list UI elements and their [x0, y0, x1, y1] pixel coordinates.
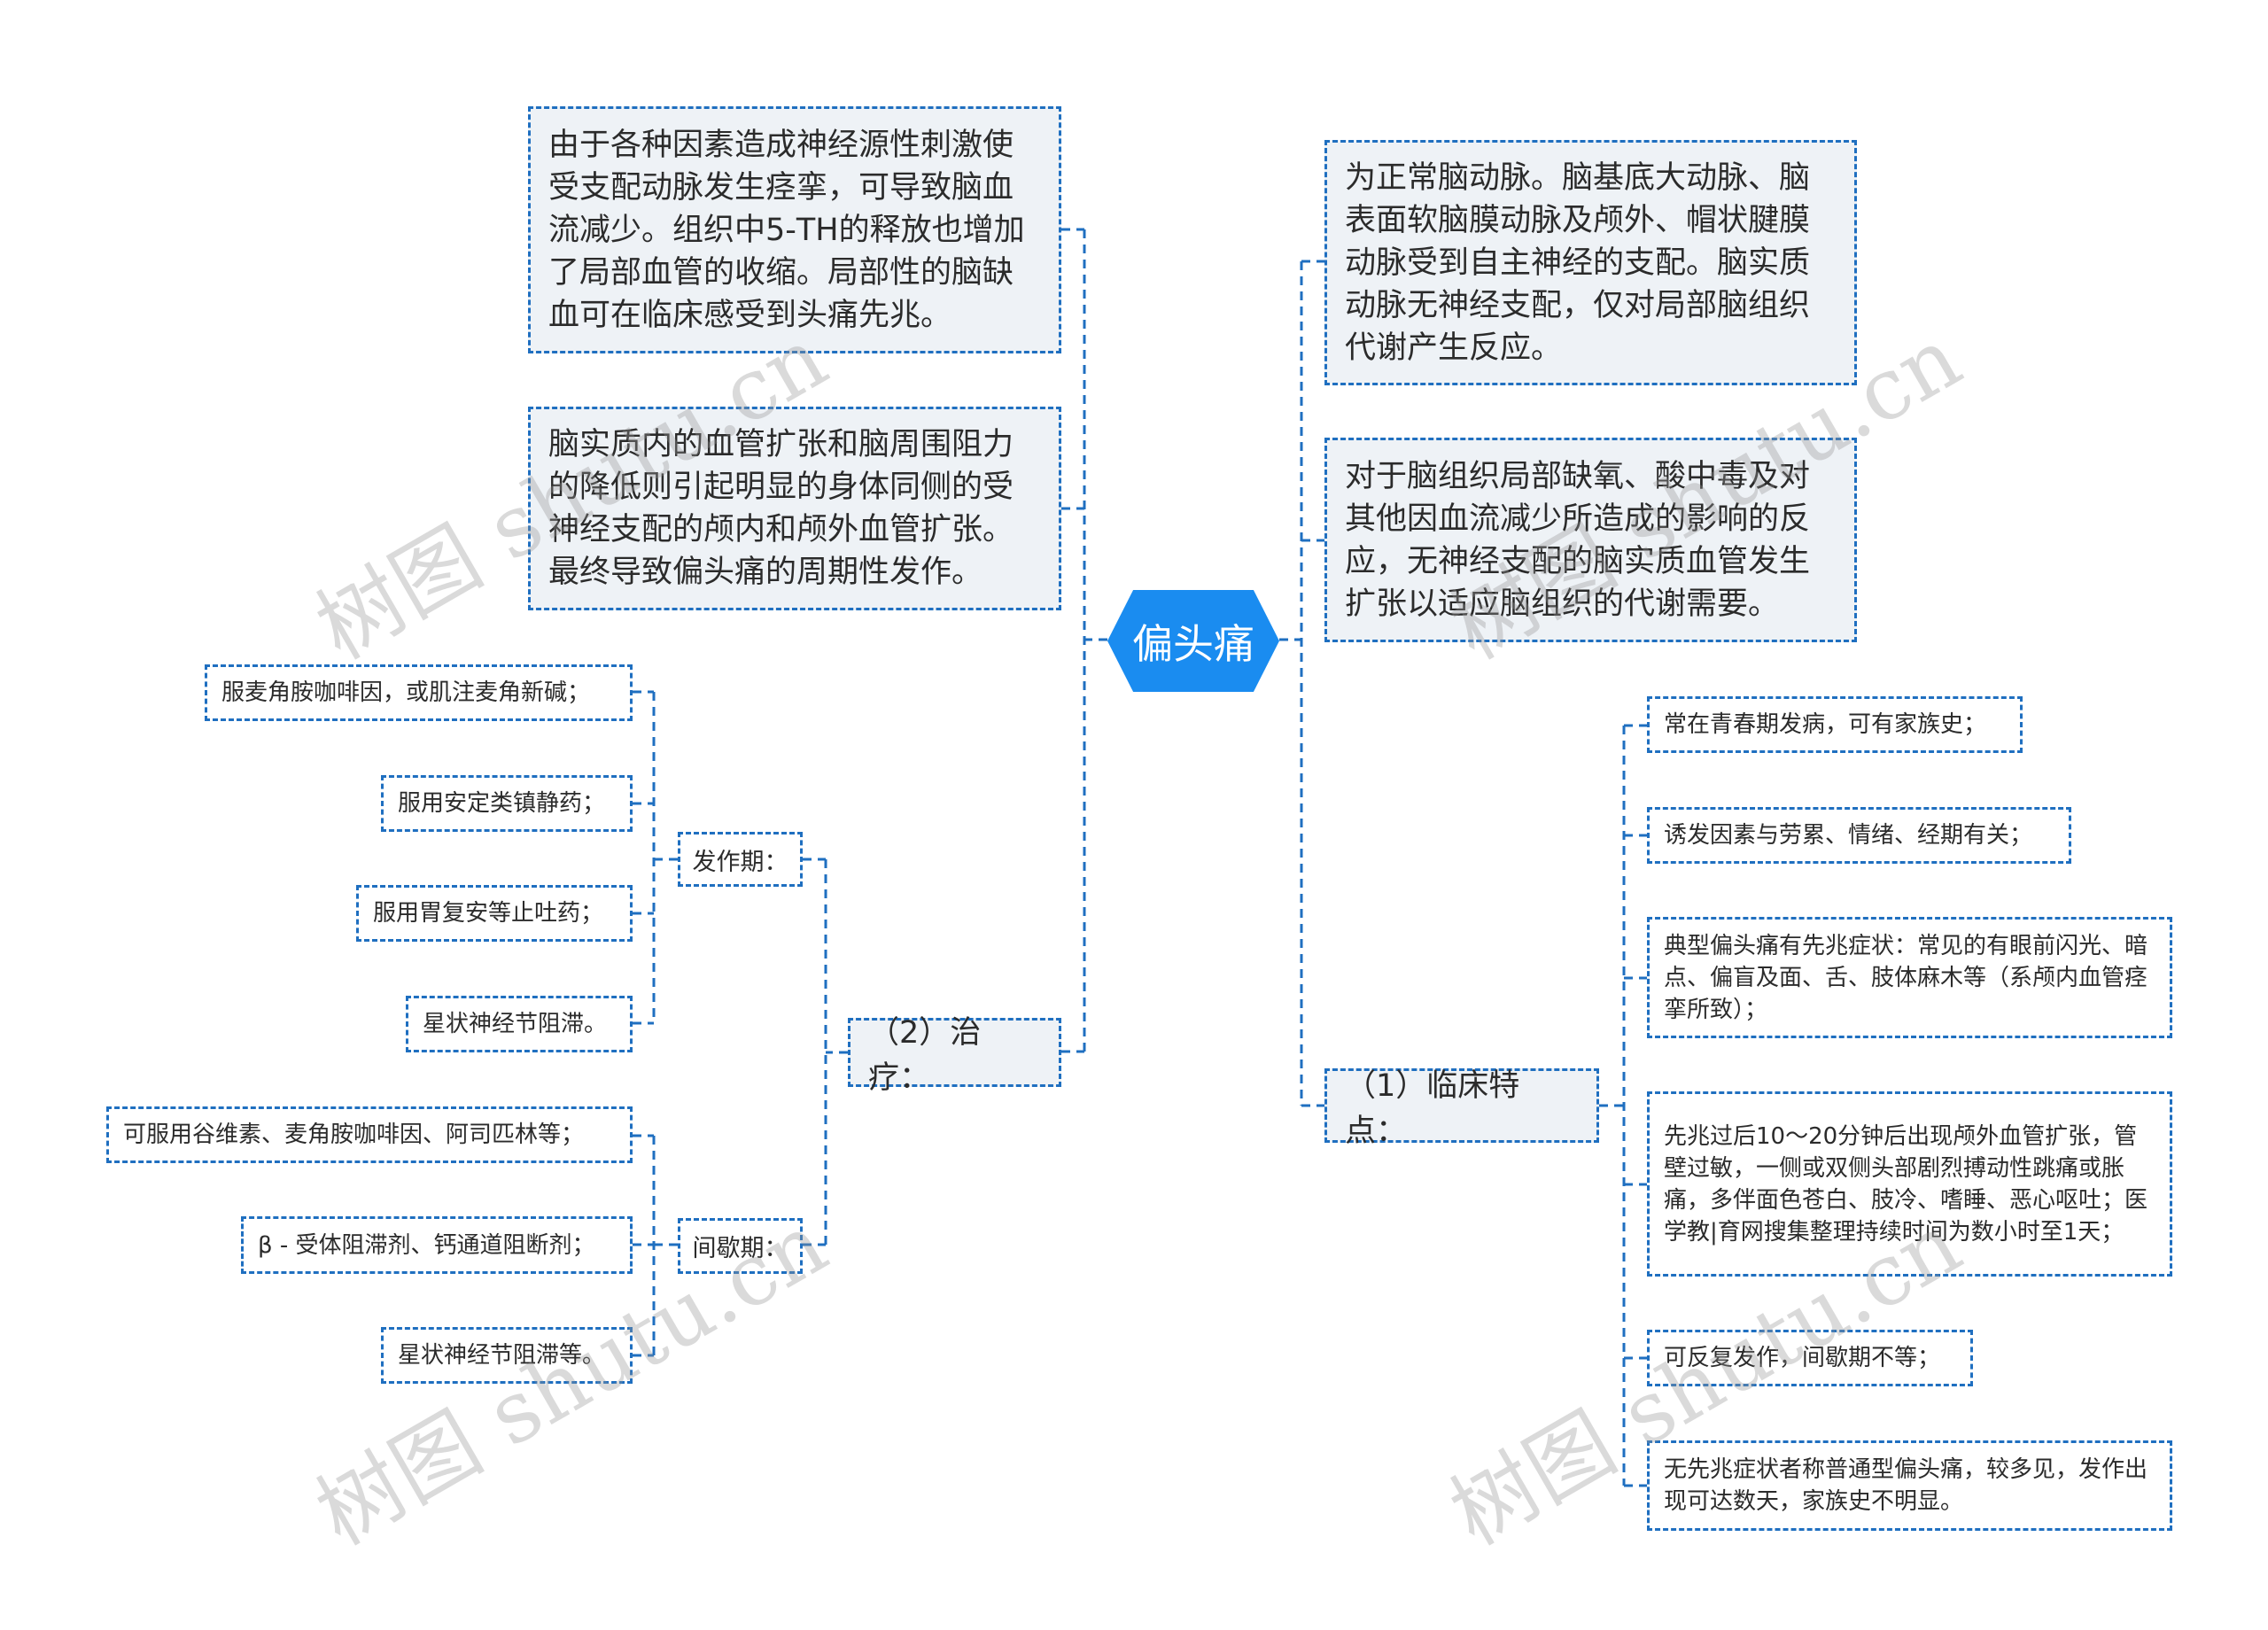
node-text: 无先兆症状者称普通型偏头痛，较多见，发作出现可达数天，家族史不明显。 [1664, 1456, 2148, 1515]
clinical-item[interactable]: 典型偏头痛有先兆症状：常见的有眼前闪光、暗点、偏盲及面、舌、肢体麻木等（系颅内血… [1647, 917, 2172, 1038]
node-text: 由于各种因素造成神经源性刺激使受支配动脉发生痉挛，可导致脑血流减少。组织中5-T… [548, 127, 1025, 333]
right-node-1[interactable]: 为正常脑动脉。脑基底大动脉、脑表面软脑膜动脉及颅外、帽状腱膜动脉受到自主神经的支… [1324, 140, 1857, 385]
node-text: β - 受体阻滞剂、钙通道阻断剂； [258, 1231, 595, 1259]
attack-item[interactable]: 服用安定类镇静药； [381, 775, 633, 832]
node-text: （2）治疗： [868, 1015, 982, 1096]
interval-phase-node[interactable]: 间歇期： [678, 1218, 803, 1274]
node-text: 服用安定类镇静药； [398, 790, 606, 817]
clinical-item[interactable]: 诱发因素与劳累、情绪、经期有关； [1647, 807, 2071, 864]
node-text: 先兆过后10～20分钟后出现颅外血管扩张，管壁过敏，一侧或双侧头部剧烈搏动性跳痛… [1664, 1122, 2148, 1246]
root-node[interactable]: 偏头痛 [1107, 590, 1279, 692]
node-text: 脑实质内的血管扩张和脑周围阻力的降低则引起明显的身体同侧的受神经支配的颅内和颅外… [548, 427, 1014, 590]
treatment-node[interactable]: （2）治疗： [848, 1015, 1061, 1096]
node-text: 服麦角胺咖啡因，或肌注麦角新碱； [221, 679, 591, 706]
clinical-item[interactable]: 常在青春期发病，可有家族史； [1647, 696, 2023, 753]
attack-item[interactable]: 星状神经节阻滞。 [406, 996, 633, 1052]
clinical-item[interactable]: 可反复发作，间歇期不等； [1647, 1330, 1973, 1386]
attack-item[interactable]: 服用胃复安等止吐药； [356, 885, 633, 942]
node-text: 星状神经节阻滞等。 [398, 1342, 606, 1369]
clinical-item[interactable]: 先兆过后10～20分钟后出现颅外血管扩张，管壁过敏，一侧或双侧头部剧烈搏动性跳痛… [1647, 1091, 2172, 1277]
node-text: 可反复发作，间歇期不等； [1664, 1345, 1941, 1371]
clinical-item[interactable]: 无先兆症状者称普通型偏头痛，较多见，发作出现可达数天，家族史不明显。 [1647, 1440, 2172, 1531]
node-text: 服用胃复安等止吐药； [373, 900, 604, 927]
clinical-node[interactable]: （1）临床特点： [1324, 1068, 1599, 1149]
node-text: 可服用谷维素、麦角胺咖啡因、阿司匹林等； [123, 1122, 585, 1148]
node-text: 为正常脑动脉。脑基底大动脉、脑表面软脑膜动脉及颅外、帽状腱膜动脉受到自主神经的支… [1345, 159, 1811, 366]
node-text: （1）临床特点： [1345, 1068, 1520, 1149]
right-node-2[interactable]: 对于脑组织局部缺氧、酸中毒及对其他因血流减少所造成的影响的反应，无神经支配的脑实… [1324, 438, 1857, 642]
attack-phase-node[interactable]: 发作期： [678, 832, 803, 887]
interval-item[interactable]: 可服用谷维素、麦角胺咖啡因、阿司匹林等； [106, 1106, 633, 1163]
node-text: 对于脑组织局部缺氧、酸中毒及对其他因血流减少所造成的影响的反应，无神经支配的脑实… [1345, 458, 1811, 622]
left-node-2[interactable]: 脑实质内的血管扩张和脑周围阻力的降低则引起明显的身体同侧的受神经支配的颅内和颅外… [528, 407, 1061, 610]
node-text: 典型偏头痛有先兆症状：常见的有眼前闪光、暗点、偏盲及面、舌、肢体麻木等（系颅内血… [1664, 932, 2148, 1023]
attack-item[interactable]: 服麦角胺咖啡因，或肌注麦角新碱； [205, 664, 633, 721]
node-text: 诱发因素与劳累、情绪、经期有关； [1664, 822, 2033, 849]
node-text: 发作期： [692, 848, 788, 876]
node-text: 星状神经节阻滞。 [423, 1011, 608, 1037]
node-text: 间歇期： [692, 1235, 788, 1262]
node-text: 常在青春期发病，可有家族史； [1664, 711, 1987, 738]
interval-item[interactable]: β - 受体阻滞剂、钙通道阻断剂； [241, 1216, 633, 1274]
left-node-1[interactable]: 由于各种因素造成神经源性刺激使受支配动脉发生痉挛，可导致脑血流减少。组织中5-T… [528, 106, 1061, 353]
root-label: 偏头痛 [1132, 619, 1254, 668]
interval-item[interactable]: 星状神经节阻滞等。 [381, 1327, 633, 1384]
